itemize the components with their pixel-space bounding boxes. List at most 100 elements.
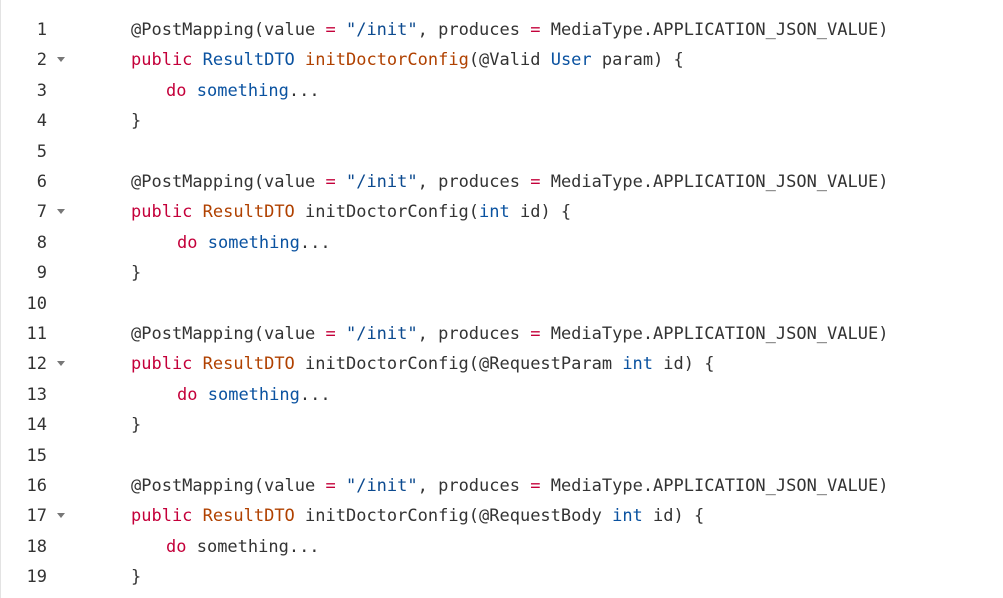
code-token: @PostMapping(value [131,172,326,192]
line-number: 17 [26,506,47,527]
code-token: ... [299,384,331,405]
code-text: @PostMapping(value = "/init", produces =… [131,15,888,45]
code-text: @PostMapping(value = "/init", produces =… [131,471,888,501]
code-text: } [131,562,141,592]
code-token: "/init" [345,20,418,40]
code-text: @PostMapping(value = "/init", produces =… [131,319,888,349]
code-token: ResultDTO [202,506,295,527]
code-line[interactable]: 10 [1,289,1003,319]
fold-toggle-icon[interactable] [57,209,65,215]
line-number: 19 [26,567,47,588]
code-line[interactable]: 11@PostMapping(value = "/init", produces… [1,319,1003,349]
code-line[interactable]: 7 public ResultDTO initDoctorConfig(int i… [1,197,1003,227]
code-token: int [622,354,654,375]
code-token: id) { [642,506,705,527]
code-token [186,81,196,101]
code-token: public [131,50,193,71]
code-text: } [131,258,141,288]
fold-toggle-icon[interactable] [57,57,65,63]
code-line[interactable]: 9} [1,258,1003,288]
code-token: do [177,384,198,405]
code-token: @PostMapping(value [131,20,326,40]
code-line[interactable]: 15 [1,441,1003,471]
code-token: = [530,172,541,192]
code-token [197,233,207,253]
code-token: , produces [417,476,531,496]
code-token: } [131,415,142,436]
code-token: (@Valid [468,50,551,71]
code-text: public ResultDTO initDoctorConfig(@Reque… [131,349,714,379]
code-token [197,385,207,405]
code-text: @PostMapping(value = "/init", produces =… [131,167,888,197]
code-line[interactable]: 1 @PostMapping(value = "/init", produces … [1,15,1003,45]
line-number: 9 [36,263,47,284]
code-token: initDoctorConfig(@RequestParam [294,354,623,375]
code-token [192,506,202,526]
line-number: 7 [36,202,47,223]
code-line[interactable]: 3 do something... [1,76,1003,106]
code-text: do something... [166,532,320,562]
code-line[interactable]: 19} [1,562,1003,592]
fold-toggle-icon[interactable] [57,513,65,519]
line-number: 3 [36,80,47,101]
code-token [192,50,202,70]
code-token: MediaType.APPLICATION_JSON_VALUE) [540,20,889,40]
code-token [336,324,346,344]
fold-toggle-icon[interactable] [57,361,65,367]
code-token: } [131,111,142,132]
code-line[interactable]: 16@PostMapping(value = "/init", produces… [1,471,1003,501]
code-line[interactable]: 5 [1,137,1003,167]
code-text: } [131,410,141,440]
line-number: 6 [36,172,47,192]
code-text: public ResultDTO initDoctorConfig(@Reque… [131,501,704,531]
code-token: ResultDTO [202,354,295,375]
code-token: initDoctorConfig( [294,202,480,223]
code-token: MediaType.APPLICATION_JSON_VALUE) [540,476,889,496]
line-number: 12 [26,354,47,375]
code-token: do [177,232,198,253]
code-text: do something... [177,380,331,410]
code-line[interactable]: 17 public ResultDTO initDoctorConfig(@Req… [1,501,1003,531]
code-line[interactable]: 14} [1,410,1003,440]
code-token [192,202,202,222]
code-text: do something... [177,228,331,258]
code-token: = [325,20,336,40]
code-token: something [196,80,289,101]
code-token: something... [186,536,320,557]
code-token: public [131,202,193,223]
line-number: 4 [36,111,47,132]
code-text: do something... [166,76,320,106]
code-token: do [166,80,187,101]
line-number: 14 [26,415,47,436]
code-token: public [131,506,193,527]
code-token: = [530,476,541,496]
code-token: int [612,506,643,527]
code-token: "/init" [345,324,418,344]
code-line[interactable]: 6 @PostMapping(value = "/init", produces … [1,167,1003,197]
code-token: ... [288,80,320,101]
code-token: MediaType.APPLICATION_JSON_VALUE) [540,324,889,344]
code-token: , produces [417,20,531,40]
code-token: , produces [417,324,531,344]
code-token: id) { [509,202,572,223]
code-text: public ResultDTO initDoctorConfig(int id… [131,197,571,227]
code-token: "/init" [345,172,418,192]
code-token [336,20,346,40]
code-token: "/init" [345,476,418,496]
code-token: User [550,50,592,71]
code-token: initDoctorConfig [305,50,469,71]
line-number: 5 [36,141,47,162]
code-line[interactable]: 12 public ResultDTO initDoctorConfig(@Req… [1,349,1003,379]
code-token: ResultDTO [202,50,295,71]
line-number: 10 [26,293,47,314]
code-token: } [131,567,142,588]
code-line[interactable]: 4} [1,106,1003,136]
code-token: = [530,20,541,40]
line-number: 15 [26,445,47,466]
line-number: 1 [36,20,47,40]
